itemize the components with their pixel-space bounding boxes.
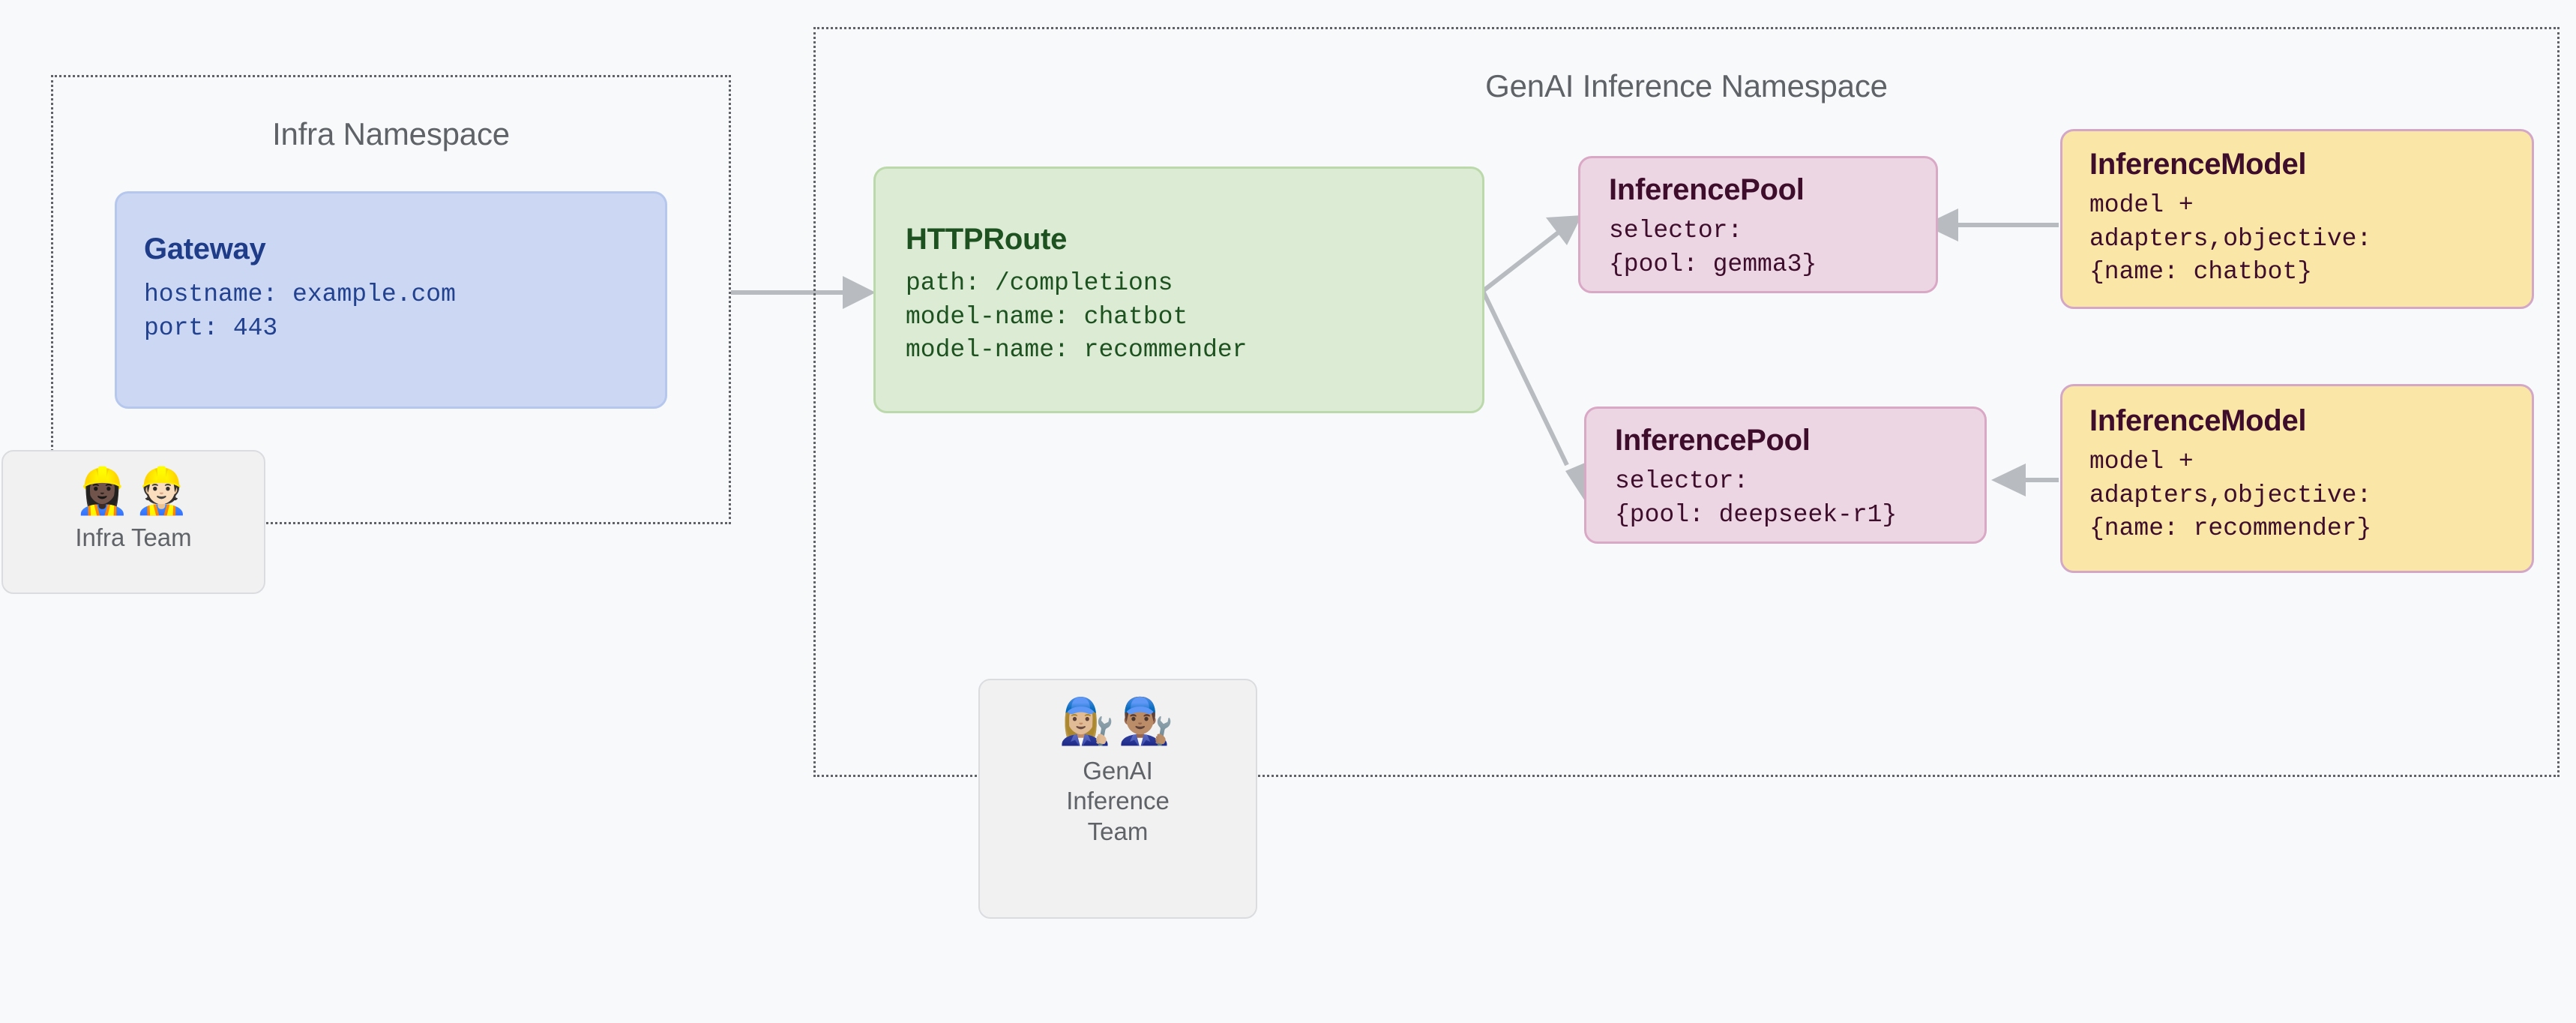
pool-gemma3-title: InferencePool <box>1609 173 1805 206</box>
resource-gateway[interactable]: Gateway hostname: example.com port: 443 <box>115 191 667 409</box>
team-infra[interactable]: 👷🏿‍♀️👷🏻 Infra Team <box>1 450 265 594</box>
httproute-line-3: model-name: recommender <box>906 336 1248 364</box>
namespace-infra: Infra Namespace <box>51 75 731 524</box>
resource-inferencepool-gemma3[interactable]: InferencePool selector: {pool: gemma3} <box>1578 156 1938 293</box>
model-chatbot-line-2: adapters,objective: <box>2089 224 2372 253</box>
genai-team-label-line-3: Team <box>1087 817 1149 845</box>
gateway-line-1: hostname: example.com <box>144 280 456 308</box>
pool-deepseek-title: InferencePool <box>1615 424 1811 457</box>
gateway-title: Gateway <box>144 232 266 266</box>
genai-team-label-line-1: GenAI <box>1083 757 1153 784</box>
model-recommender-title: InferenceModel <box>2089 404 2307 437</box>
resource-httproute[interactable]: HTTPRoute path: /completions model-name:… <box>873 166 1484 413</box>
infra-team-avatars: 👷🏿‍♀️👷🏻 <box>74 465 193 518</box>
httproute-line-1: path: /completions <box>906 269 1173 297</box>
pool-gemma3-line-1: selector: <box>1609 217 1743 244</box>
namespace-genai: GenAI Inference Namespace <box>813 27 2560 777</box>
resource-inferencemodel-recommender[interactable]: InferenceModel model + adapters,objectiv… <box>2060 384 2534 573</box>
genai-team-avatars: 👩🏼‍🔧👨🏽‍🔧 <box>1059 695 1177 748</box>
model-recommender-line-1: model + <box>2089 448 2194 476</box>
namespace-infra-title: Infra Namespace <box>272 116 510 152</box>
team-genai-inference[interactable]: 👩🏼‍🔧👨🏽‍🔧 GenAI Inference Team <box>978 679 1257 919</box>
pool-deepseek-line-1: selector: <box>1615 467 1749 495</box>
httproute-line-2: model-name: chatbot <box>906 302 1188 331</box>
infra-team-label: Infra Team <box>75 524 192 551</box>
model-recommender-line-2: adapters,objective: <box>2089 481 2372 509</box>
gateway-line-2: port: 443 <box>144 314 278 342</box>
resource-inferencepool-deepseek-r1[interactable]: InferencePool selector: {pool: deepseek-… <box>1584 406 1987 544</box>
pool-gemma3-line-2: {pool: gemma3} <box>1609 250 1817 278</box>
resource-inferencemodel-chatbot[interactable]: InferenceModel model + adapters,objectiv… <box>2060 129 2534 309</box>
pool-deepseek-line-2: {pool: deepseek-r1} <box>1615 500 1898 529</box>
model-chatbot-line-1: model + <box>2089 191 2194 219</box>
model-chatbot-line-3: {name: chatbot} <box>2089 258 2313 286</box>
model-recommender-line-3: {name: recommender} <box>2089 514 2372 543</box>
httproute-title: HTTPRoute <box>906 223 1068 256</box>
namespace-genai-title: GenAI Inference Namespace <box>1485 68 1888 104</box>
model-chatbot-title: InferenceModel <box>2089 148 2307 181</box>
genai-team-label-line-2: Inference <box>1066 787 1170 815</box>
